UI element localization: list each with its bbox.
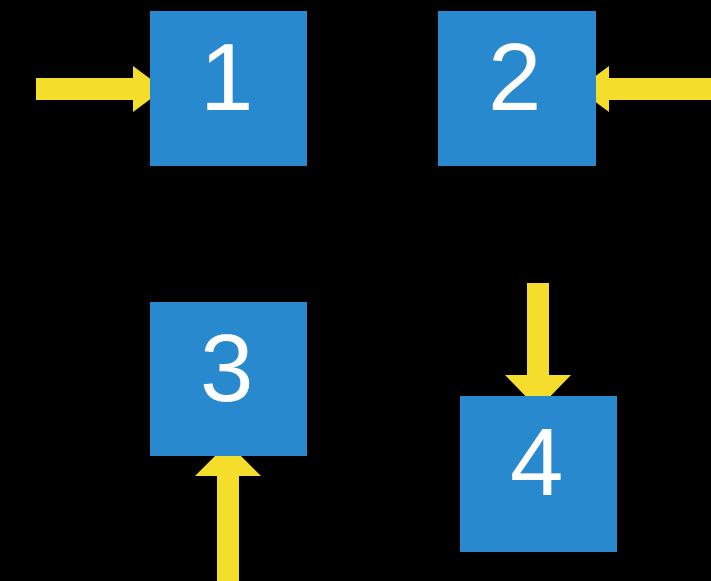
node-label-1: 1: [200, 24, 254, 131]
arrow-into-node-2-icon: [578, 66, 711, 112]
arrow-into-node-4-icon: [505, 283, 571, 409]
node-label-2: 2: [488, 24, 542, 131]
node-box-4[interactable]: [460, 396, 617, 552]
node-label-3: 3: [200, 315, 254, 422]
arrow-into-node-1-icon: [36, 66, 164, 112]
arrow-into-node-3-icon: [195, 443, 261, 581]
node-box-2[interactable]: [438, 11, 596, 166]
node-label-4: 4: [510, 409, 564, 516]
node-box-1[interactable]: [150, 11, 307, 166]
node-box-3[interactable]: [150, 302, 307, 456]
